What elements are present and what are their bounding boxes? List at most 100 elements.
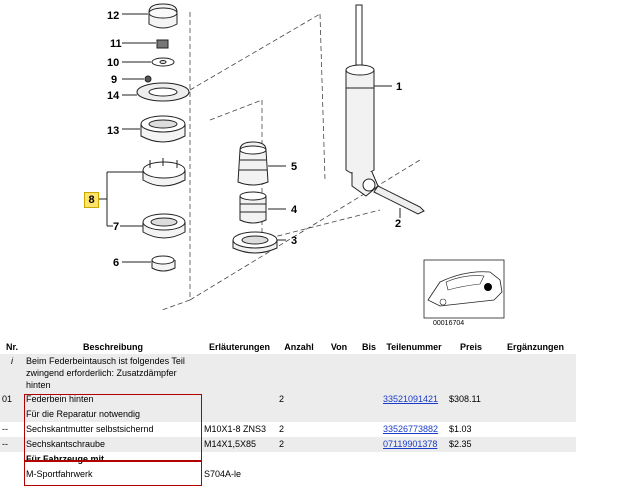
row-teilenummer <box>381 452 447 467</box>
row-preis <box>447 452 495 467</box>
row-von <box>321 452 357 467</box>
callout-12[interactable]: 12 <box>107 10 119 22</box>
diagram-code: 00016704 <box>433 320 465 327</box>
row-ergaenzungen <box>495 392 576 407</box>
col-header-erlaeuterungen: Erläuterungen <box>202 340 277 354</box>
row-erlaeuterung <box>202 353 277 392</box>
row-anzahl: 2 <box>277 437 321 452</box>
row-preis <box>447 353 495 392</box>
row-preis <box>447 467 495 482</box>
bump-stop-stack <box>232 141 278 254</box>
table-row: Für Fahrzeuge mit <box>0 452 576 467</box>
row-description: Für die Reparatur notwendig <box>24 407 202 422</box>
col-header-preis: Preis <box>447 340 495 354</box>
row-bis <box>357 452 381 467</box>
row-teilenummer <box>381 467 447 482</box>
row-ergaenzungen <box>495 422 576 437</box>
table-row: -- Sechskantmutter selbstsichernd M10X1-… <box>0 422 576 437</box>
row-nr <box>0 452 24 467</box>
row-ergaenzungen <box>495 467 576 482</box>
row-preis: $2.35 <box>447 437 495 452</box>
row-ergaenzungen <box>495 452 576 467</box>
row-description: Federbein hinten <box>24 392 202 407</box>
row-anzahl: 2 <box>277 422 321 437</box>
row-erlaeuterung <box>202 452 277 467</box>
col-header-anzahl: Anzahl <box>277 340 321 354</box>
row-bis <box>357 437 381 452</box>
row-nr: 01 <box>0 392 24 407</box>
row-von <box>321 407 357 422</box>
callout-4[interactable]: 4 <box>291 204 298 216</box>
row-preis: $308.11 <box>447 392 495 407</box>
row-bis <box>357 353 381 392</box>
row-von <box>321 353 357 392</box>
table-row: i Beim Federbeintausch ist folgendes Tei… <box>0 353 576 392</box>
callout-5[interactable]: 5 <box>291 161 297 173</box>
col-header-ergaenzungen: Ergänzungen <box>495 340 576 354</box>
row-description: Für Fahrzeuge mit <box>24 452 202 467</box>
row-description: Sechskantschraube <box>24 437 202 452</box>
callout-6[interactable]: 6 <box>113 257 119 269</box>
row-nr <box>0 467 24 482</box>
callout-7[interactable]: 7 <box>113 221 119 233</box>
row-von <box>321 392 357 407</box>
row-bis <box>357 407 381 422</box>
row-description: Beim Federbeintausch ist folgendes Teil … <box>24 353 202 392</box>
callout-13[interactable]: 13 <box>107 125 119 137</box>
row-bis <box>357 392 381 407</box>
table-row: 01 Federbein hinten 2 33521091421 $308.1… <box>0 392 576 407</box>
top-mount-stack <box>136 3 190 272</box>
part-number-link[interactable]: 33521091421 <box>383 394 439 404</box>
row-erlaeuterung: M10X1-8 ZNS3 <box>202 422 277 437</box>
table-header-row: Nr. Beschreibung Erläuterungen Anzahl Vo… <box>0 340 576 354</box>
callout-10[interactable]: 10 <box>107 57 119 69</box>
row-bis <box>357 467 381 482</box>
row-anzahl: 2 <box>277 392 321 407</box>
callout-9[interactable]: 9 <box>111 74 117 86</box>
col-header-beschreibung: Beschreibung <box>24 340 202 354</box>
table-row: -- Sechskantschraube M14X1,5X85 2 071199… <box>0 437 576 452</box>
row-ergaenzungen <box>495 407 576 422</box>
row-erlaeuterung <box>202 407 277 422</box>
col-header-von: Von <box>321 340 357 354</box>
row-preis <box>447 407 495 422</box>
parts-table: Nr. Beschreibung Erläuterungen Anzahl Vo… <box>0 340 576 482</box>
row-teilenummer <box>381 353 447 392</box>
parts-diagram: 12 11 10 9 14 13 7 6 5 4 3 1 2 <box>99 3 505 319</box>
row-ergaenzungen <box>495 353 576 392</box>
shock-absorber <box>345 4 425 215</box>
table-row: M-Sportfahrwerk S704A-le <box>0 467 576 482</box>
row-erlaeuterung <box>202 392 277 407</box>
row-description: M-Sportfahrwerk <box>24 467 202 482</box>
row-von <box>321 437 357 452</box>
col-header-nr: Nr. <box>0 340 24 354</box>
row-ergaenzungen <box>495 437 576 452</box>
row-anzahl <box>277 467 321 482</box>
row-anzahl <box>277 452 321 467</box>
leader-lines <box>99 13 401 263</box>
table-row: Für die Reparatur notwendig <box>0 407 576 422</box>
row-nr <box>0 407 24 422</box>
row-von <box>321 467 357 482</box>
col-header-teilenummer: Teilenummer <box>381 340 447 354</box>
callout-8-highlighted[interactable]: 8 <box>84 192 99 208</box>
row-nr: -- <box>0 422 24 437</box>
row-von <box>321 422 357 437</box>
callout-2[interactable]: 2 <box>395 218 401 230</box>
callout-11[interactable]: 11 <box>110 38 122 50</box>
row-preis: $1.03 <box>447 422 495 437</box>
row-anzahl <box>277 353 321 392</box>
row-description: Sechskantmutter selbstsichernd <box>24 422 202 437</box>
row-anzahl <box>277 407 321 422</box>
row-nr: -- <box>0 437 24 452</box>
row-teilenummer <box>381 407 447 422</box>
callout-3[interactable]: 3 <box>291 235 297 247</box>
row-bis <box>357 422 381 437</box>
callout-1[interactable]: 1 <box>396 81 402 93</box>
callout-14[interactable]: 14 <box>107 90 120 102</box>
car-location-thumbnail <box>423 259 505 319</box>
part-number-link[interactable]: 33526773882 <box>383 424 439 434</box>
row-erlaeuterung: S704A-le <box>202 467 277 482</box>
col-header-bis: Bis <box>357 340 381 354</box>
part-number-link[interactable]: 07119901378 <box>383 439 438 449</box>
